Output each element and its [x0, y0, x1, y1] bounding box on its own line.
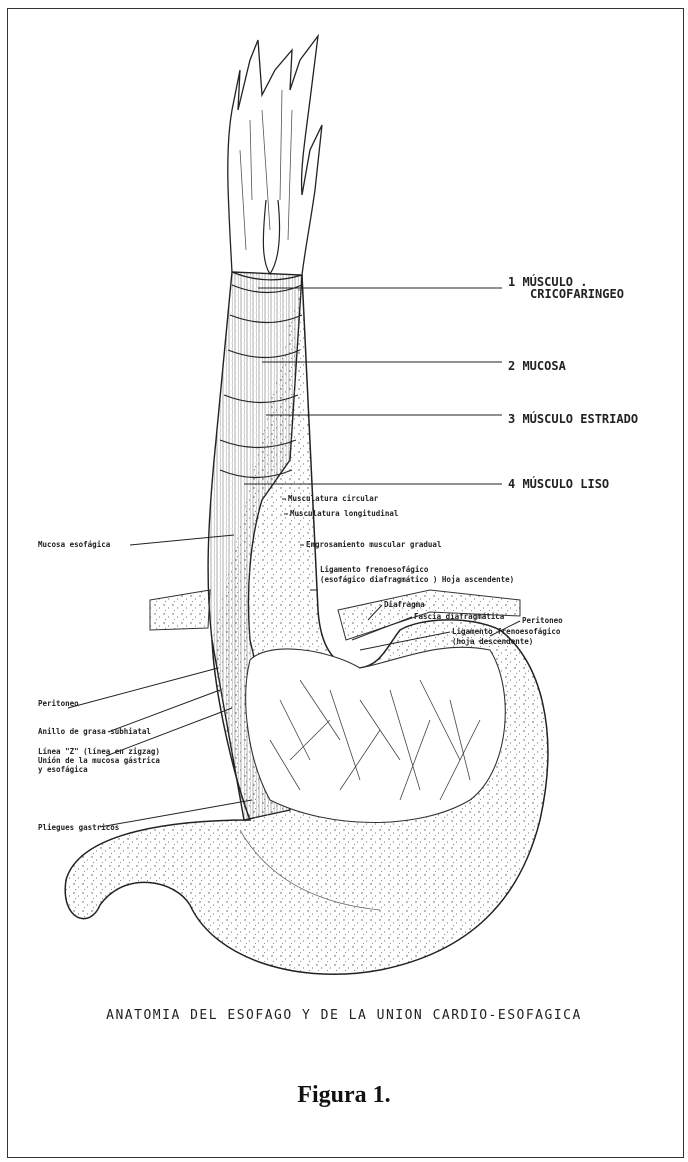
label-ligamento-desc-1: Ligamento frenoesofágico — [452, 627, 561, 636]
label-linea-z-2: Unión de la mucosa gástrica — [38, 756, 160, 765]
figure-label: Figura 1. — [0, 1082, 688, 1109]
label-peritoneo-right: Peritoneo — [522, 616, 563, 625]
label-1-cricofaringeo: CRICOFARINGEO — [530, 287, 624, 301]
label-ligamento-asc-1: Ligamento frenoesofágico — [320, 565, 429, 574]
label-engrosamiento: Engrosamiento muscular gradual — [306, 540, 441, 549]
label-3-striated: 3 MÚSCULO ESTRIADO — [508, 411, 638, 426]
label-2-mucosa: 2 MUCOSA — [508, 359, 567, 373]
label-ligamento-desc-2: (hoja descendente) — [452, 637, 533, 646]
label-fascia: Fascia diafragmática — [414, 612, 505, 621]
label-diafragma: Diafragma — [384, 600, 425, 609]
label-mucosa-esofagica: Mucosa esofágica — [38, 540, 111, 549]
frayed-top — [228, 36, 322, 275]
illustration-caption: ANATOMIA DEL ESOFAGO Y DE LA UNION CARDI… — [0, 1008, 688, 1023]
label-linea-z-3: y esofágica — [38, 765, 88, 774]
label-musc-longitudinal: Musculatura longitudinal — [290, 509, 398, 518]
label-musc-circular: Musculatura circular — [288, 494, 379, 503]
label-linea-z-1: Línea "Z" (línea en zigzag) — [38, 747, 160, 756]
label-pliegues: Pliegues gastricos — [38, 823, 119, 832]
stomach — [65, 275, 548, 974]
label-anillo: Anillo de grasa subhiatal — [38, 727, 151, 736]
label-ligamento-asc-2: (esofágico diafragmático ) Hoja ascenden… — [320, 575, 514, 584]
label-peritoneo-left: Peritoneo — [38, 699, 79, 708]
label-4-smooth: 4 MÚSCULO LISO — [508, 476, 609, 491]
